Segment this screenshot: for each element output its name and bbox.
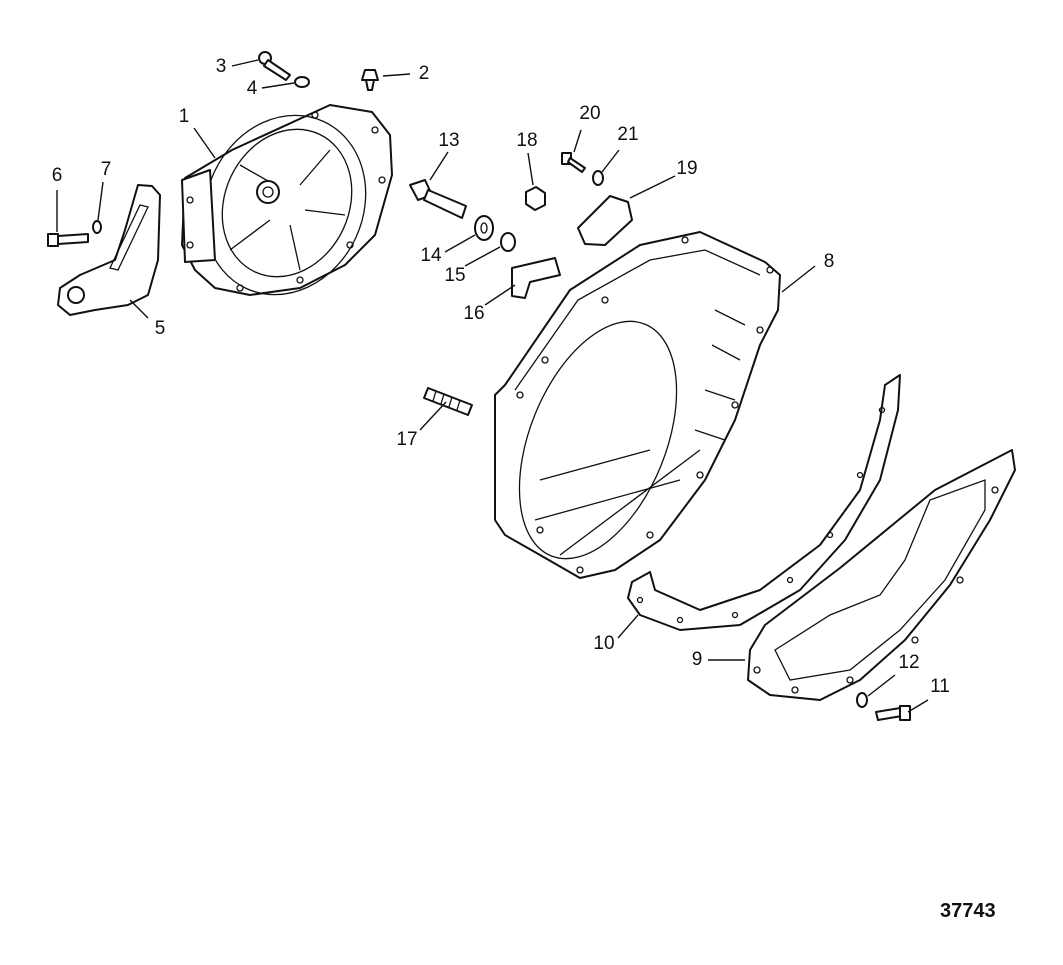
callout-9: 9 <box>692 649 703 670</box>
part-10-gasket[interactable] <box>627 374 901 631</box>
callout-17: 17 <box>396 429 417 450</box>
part-19-small-cover[interactable] <box>577 195 633 246</box>
callout-20: 20 <box>579 103 600 124</box>
callout-4: 4 <box>247 78 258 99</box>
callout-5: 5 <box>155 318 166 339</box>
part-18-nut[interactable] <box>525 186 546 211</box>
part-5-bracket[interactable] <box>57 184 161 316</box>
part-15-nut[interactable] <box>500 232 516 252</box>
callout-15: 15 <box>444 265 465 286</box>
callout-3: 3 <box>216 56 227 77</box>
part-1-housing-adapter[interactable] <box>175 89 394 322</box>
part-14-washer[interactable] <box>474 215 494 241</box>
part-20-screw[interactable] <box>561 152 586 173</box>
callout-13: 13 <box>438 130 459 151</box>
part-11-bolt[interactable] <box>875 705 911 721</box>
callout-16: 16 <box>463 303 484 324</box>
callout-21: 21 <box>617 124 638 145</box>
callout-18: 18 <box>516 130 537 151</box>
part-3-bolt[interactable] <box>258 51 291 81</box>
part-21-washer[interactable] <box>592 170 604 186</box>
part-16-clip[interactable] <box>511 257 561 299</box>
callout-12: 12 <box>898 652 919 673</box>
callout-14: 14 <box>420 245 442 266</box>
figure-number: 37743 <box>940 900 996 922</box>
callout-2: 2 <box>419 63 430 84</box>
callout-6: 6 <box>52 165 63 186</box>
callout-labels: 1 2 3 4 5 6 7 8 9 10 11 12 13 14 15 16 1… <box>52 56 950 697</box>
part-7-washer[interactable] <box>92 220 102 234</box>
part-8-flywheel-housing[interactable] <box>488 231 781 581</box>
callout-8: 8 <box>824 251 835 272</box>
part-2-fitting[interactable] <box>361 69 379 91</box>
callout-7: 7 <box>101 159 112 180</box>
callout-1: 1 <box>179 106 190 127</box>
part-6-bolt[interactable] <box>47 233 89 247</box>
callout-19: 19 <box>676 158 697 179</box>
part-12-washer[interactable] <box>856 692 868 708</box>
part-17-stud[interactable] <box>423 387 473 416</box>
part-9-cover-plate[interactable] <box>747 449 1016 701</box>
callout-10: 10 <box>593 633 614 654</box>
part-4-washer[interactable] <box>294 76 310 88</box>
leader-lines <box>56 59 929 713</box>
part-13-bolt[interactable] <box>409 179 467 219</box>
callout-11: 11 <box>930 676 950 697</box>
